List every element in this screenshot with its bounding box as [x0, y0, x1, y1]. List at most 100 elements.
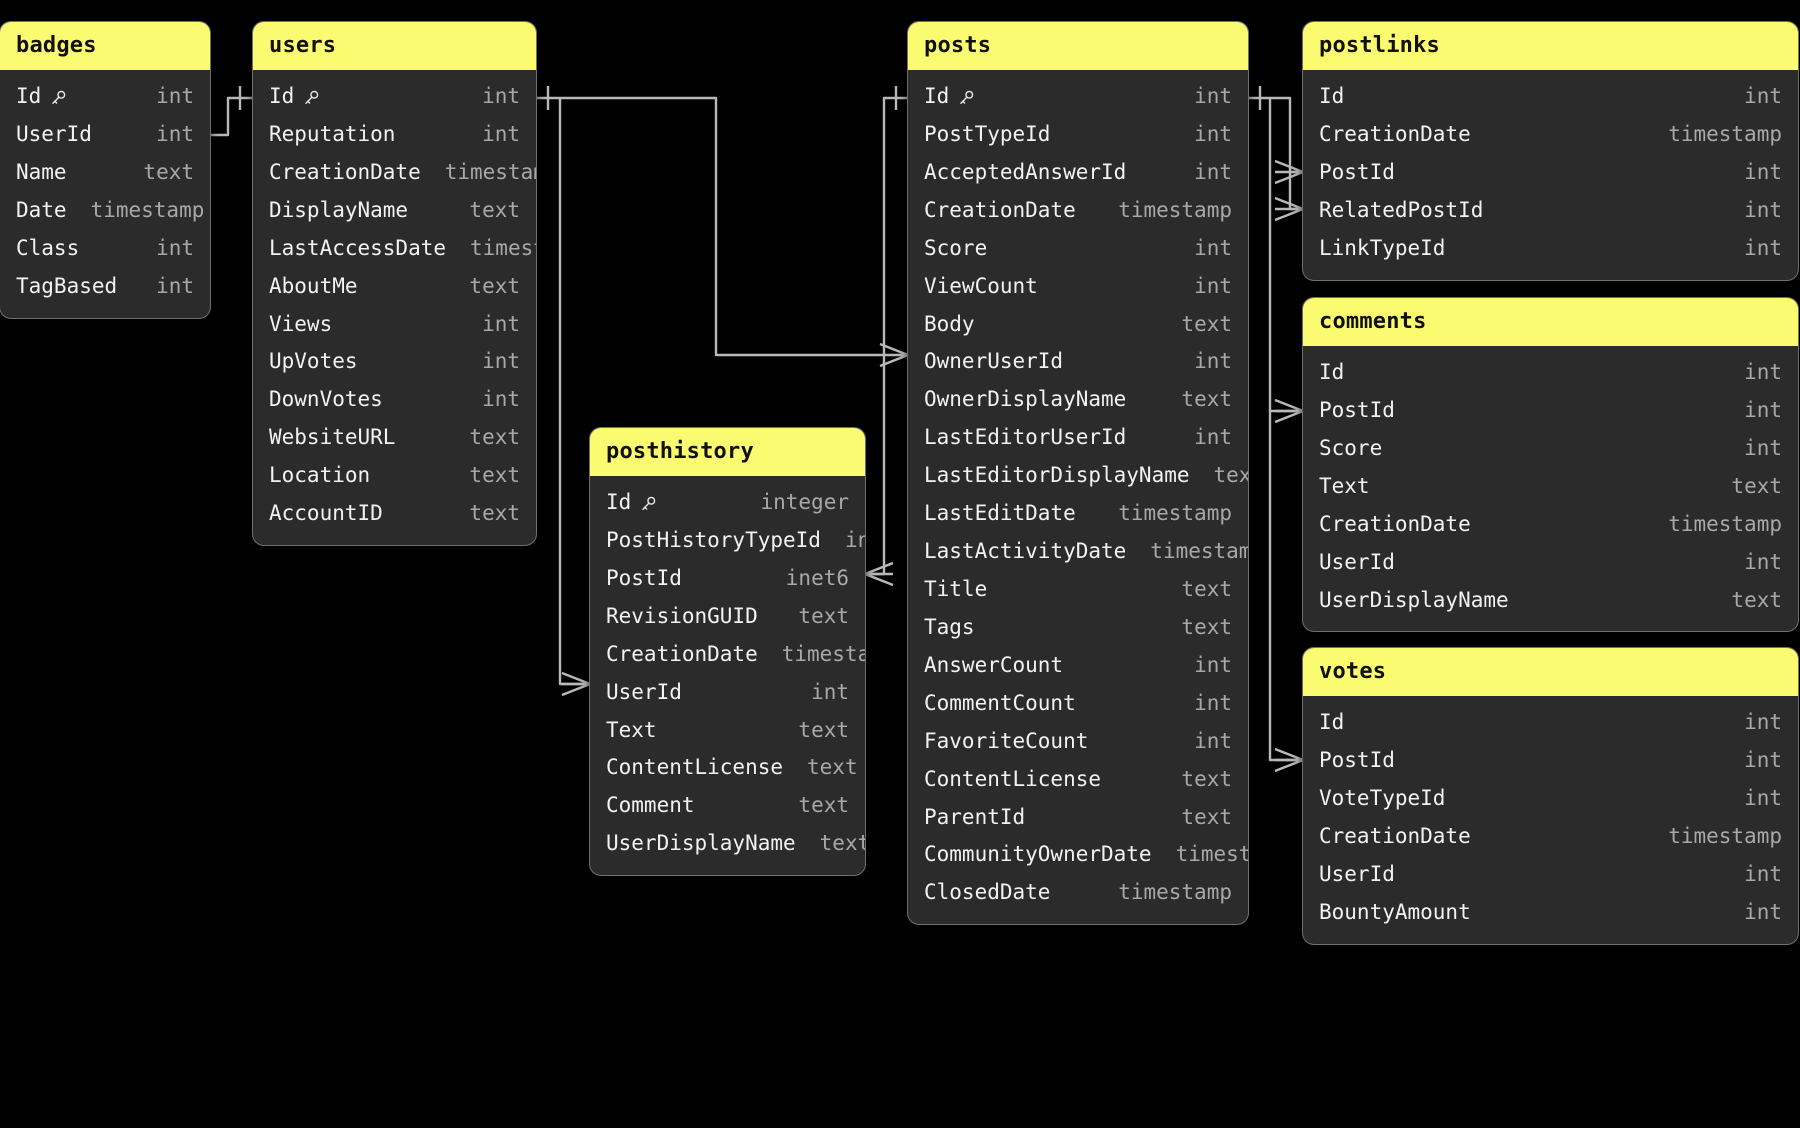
- field-name: AcceptedAnswerId: [924, 159, 1127, 184]
- field-row[interactable]: LastAccessDatetimestamp: [253, 230, 536, 268]
- field-type: int: [1194, 159, 1232, 184]
- field-name: OwnerDisplayName: [924, 387, 1127, 412]
- field-name-wrap: UserId: [1319, 861, 1395, 889]
- field-name-wrap: UserId: [1319, 549, 1395, 577]
- field-name-wrap: LastEditDate: [924, 500, 1076, 528]
- field-name: BountyAmount: [1319, 899, 1471, 924]
- field-type: int: [156, 273, 194, 298]
- field-name: Id: [1319, 360, 1345, 384]
- field-name: PostId: [1319, 159, 1395, 184]
- field-name: PostId: [606, 565, 682, 590]
- table-title-postlinks[interactable]: postlinks: [1303, 22, 1798, 70]
- table-title-comments[interactable]: comments: [1303, 298, 1798, 346]
- table-title-posts[interactable]: posts: [908, 22, 1248, 70]
- table-title-posthistory[interactable]: posthistory: [590, 428, 865, 476]
- field-type: timestamp: [1118, 880, 1232, 905]
- field-name-wrap: FavoriteCount: [924, 728, 1088, 756]
- field-name-wrap: DownVotes: [269, 386, 383, 414]
- table-title-votes[interactable]: votes: [1303, 648, 1798, 696]
- field-row[interactable]: LastActivityDatetimestamp: [908, 533, 1248, 571]
- field-row[interactable]: PostHistoryTypeIdint: [590, 522, 865, 560]
- field-name: Score: [1319, 435, 1383, 460]
- field-row[interactable]: LastEditorDisplayNametext: [908, 457, 1248, 495]
- table-card-posthistory[interactable]: posthistoryIdintegerPostHistoryTypeIdint…: [590, 428, 865, 876]
- field-name: ContentLicense: [924, 766, 1102, 791]
- field-row[interactable]: CommunityOwnerDatetimestamp: [908, 836, 1248, 874]
- field-row[interactable]: AcceptedAnswerId int: [908, 154, 1248, 192]
- table-title-users[interactable]: users: [253, 22, 536, 70]
- table-title-badges[interactable]: badges: [0, 22, 210, 70]
- field-type: text: [469, 463, 520, 488]
- field-name: LastAccessDate: [269, 235, 447, 260]
